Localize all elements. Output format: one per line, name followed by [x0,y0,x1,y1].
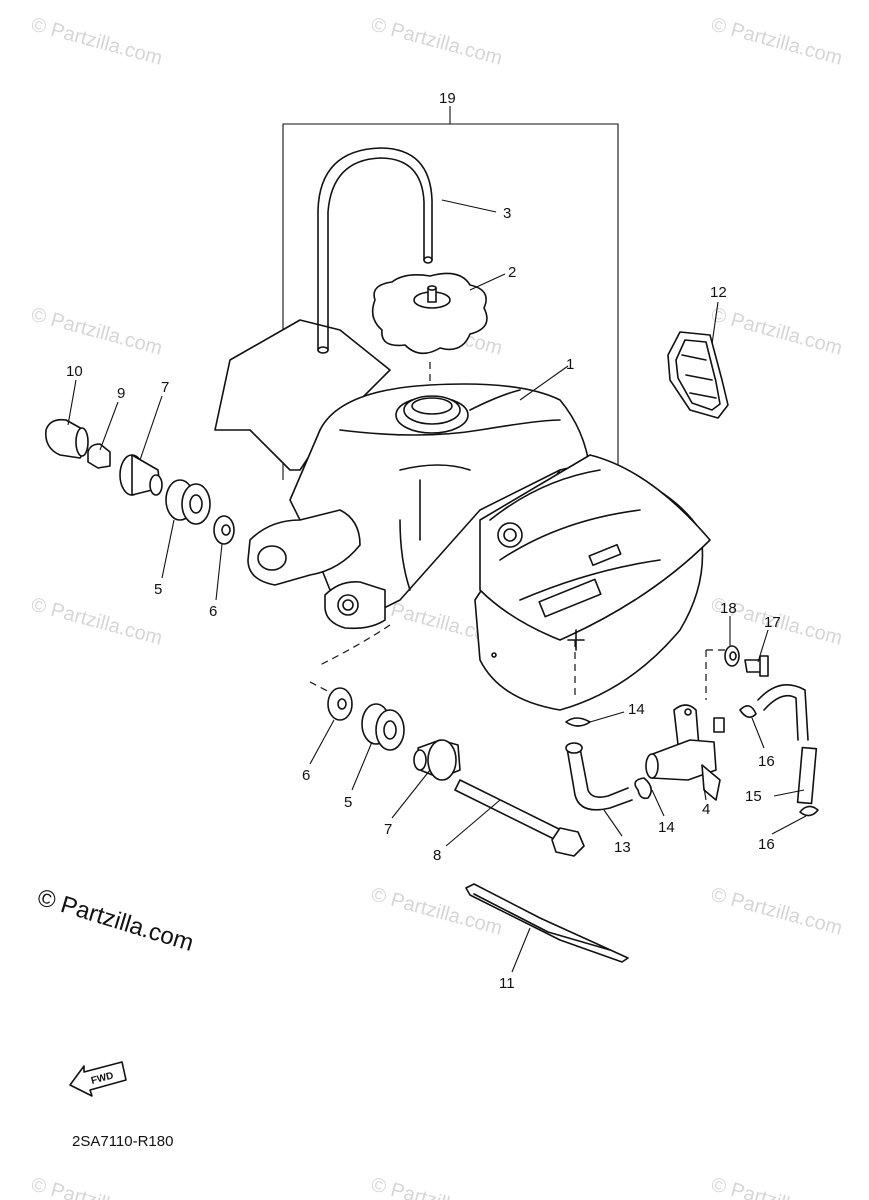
leader-lines [67,199,807,973]
lower-mount-hardware [327,687,585,857]
assembly-bracket [282,106,619,480]
callout-2: 2 [508,264,516,281]
breather-hose [317,147,433,354]
callout-8: 8 [433,847,441,864]
callout-5: 5 [154,581,162,598]
watermark: © Partzilla.com [369,1174,505,1200]
gasket-12 [667,331,729,419]
callout-15: 15 [745,788,762,805]
callout-17: 17 [764,614,781,631]
callout-16: 16 [758,836,775,853]
callout-18: 18 [720,600,737,617]
watermark: © Partzilla.com [29,14,165,70]
callout-4: 4 [702,801,710,818]
callout-11: 11 [499,975,515,992]
partzilla-credit: © Partzilla.com [34,884,197,957]
fuel-petcock-assembly [565,629,819,817]
callout-labels: 19 3 2 1 12 10 9 7 5 6 18 17 14 16 4 15 … [66,90,781,992]
callout-12: 12 [710,284,727,301]
callout-9: 9 [117,385,125,402]
callout-3: 3 [503,205,511,222]
fwd-arrow-icon: FWD [69,1061,127,1097]
callout-7: 7 [384,821,392,838]
watermark: © Partzilla.com [369,14,505,70]
watermark: © Partzilla.com [709,14,845,70]
callout-6: 6 [209,603,217,620]
tank-lower-body [474,454,711,711]
callout-13: 13 [614,839,631,856]
callout-7: 7 [161,379,169,396]
fuel-cap [371,272,488,355]
watermark: © Partzilla.com [29,304,165,360]
callout-10: 10 [66,363,83,380]
callout-14: 14 [658,819,675,836]
watermark: © Partzilla.com [709,1174,845,1200]
fuel-tank [247,383,591,630]
callout-6: 6 [302,767,310,784]
callout-5: 5 [344,794,352,811]
callout-14: 14 [628,701,645,718]
callout-19: 19 [439,90,456,107]
left-mount-hardware [44,418,235,545]
seat-pad-11 [465,883,629,963]
watermark: © Partzilla.com [709,884,845,940]
diagram-code: 2SA7110-R180 [72,1133,173,1150]
watermark: © Partzilla.com [709,304,845,360]
watermark: © Partzilla.com [29,594,165,650]
callout-16: 16 [758,753,775,770]
watermark: © Partzilla.com [29,1174,165,1200]
callout-1: 1 [566,356,574,373]
